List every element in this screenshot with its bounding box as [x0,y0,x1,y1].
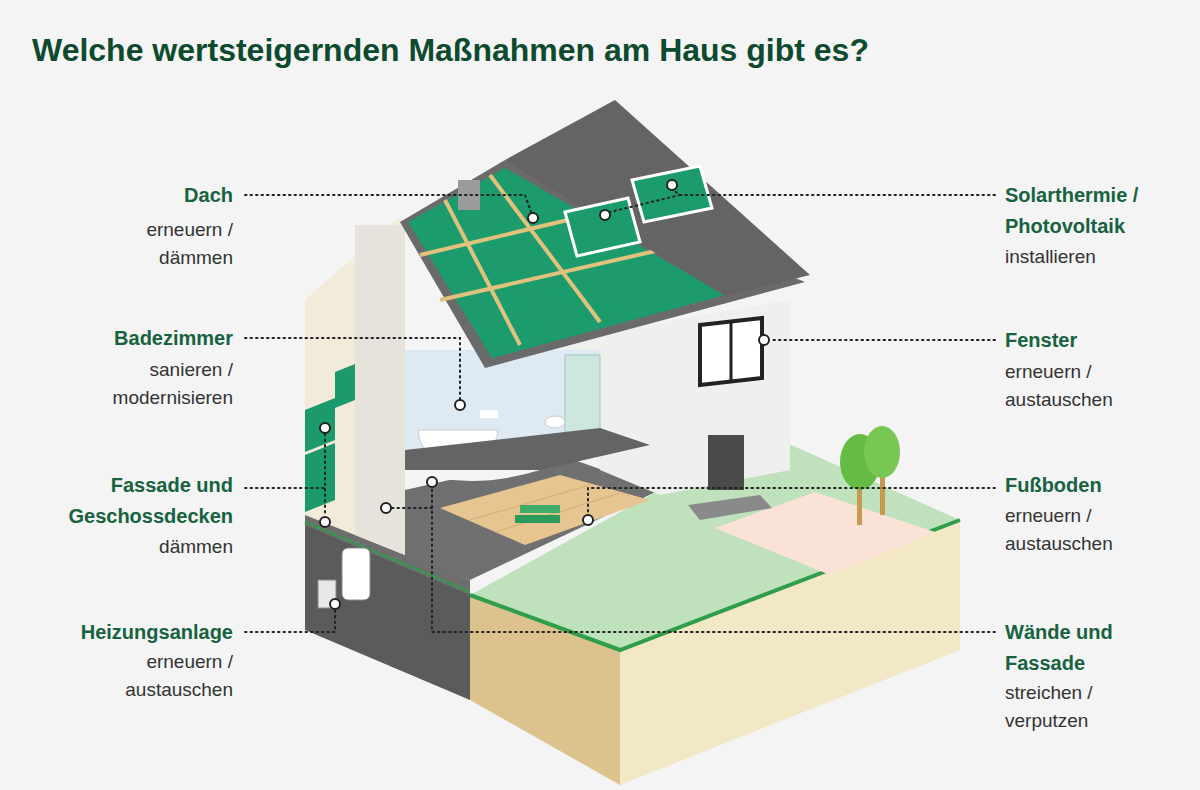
callout-heading: Wände und Fassade [1005,617,1130,679]
callout-heading: Fenster [1005,325,1175,356]
callout-text: erneuern / austauschen [1005,502,1145,558]
callout-heading: Badezimmer [33,323,233,354]
callout-text: erneuern / dämmen [98,216,233,272]
callout-text: streichen / verputzen [1005,679,1145,735]
callout-text: erneuern / austauschen [1005,358,1145,414]
callout-text: installieren [1005,243,1165,271]
callout-text: erneuern / austauschen [93,648,233,704]
callout-heading: Fassade und Geschossdecken [65,470,233,532]
callout-heading: Dach [33,180,233,211]
callout-text: dämmen [93,533,233,561]
callout-heading: Fußboden [1005,470,1175,501]
callout-text: sanieren / modernisieren [93,356,233,412]
callout-heading: Heizungsanlage [23,617,233,648]
callout-heading: Solarthermie / Photovoltaik [1005,180,1170,242]
diagram-title: Welche wertsteigernden Maßnahmen am Haus… [32,30,869,70]
